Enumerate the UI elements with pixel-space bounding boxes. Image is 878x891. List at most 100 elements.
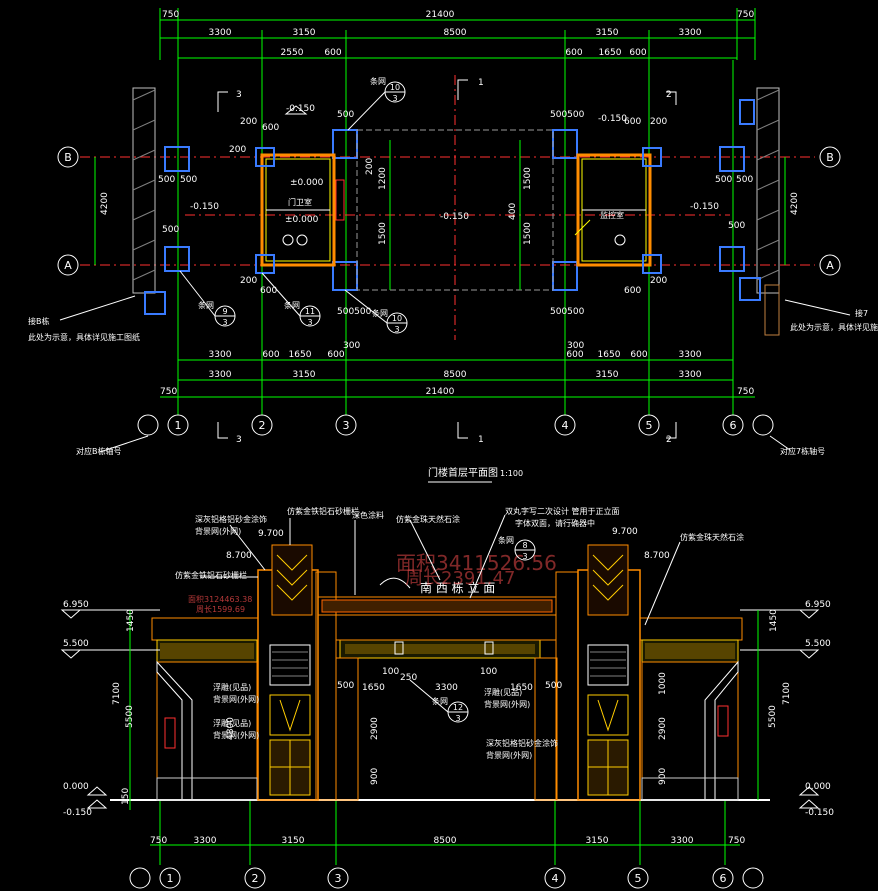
svg-text:条网: 条网	[370, 76, 386, 86]
elev-callout: 仿紫金铁铝石砂栅栏	[175, 570, 247, 580]
elev-inner-dim: 900	[370, 768, 380, 785]
svg-text:500500: 500500	[550, 307, 585, 317]
plan-bottom-total: 21400	[426, 387, 455, 397]
plan-elev: -0.150	[598, 114, 627, 124]
elev-side-dim: 1450	[769, 609, 779, 632]
plan-title: 门楼首层平面图	[428, 466, 498, 479]
svg-text:12: 12	[453, 703, 463, 712]
plan-elev: ±0.000	[290, 178, 324, 188]
elev-callout: 浮雕(见品)	[213, 718, 251, 728]
plan-axis-6: 6	[730, 419, 737, 432]
svg-text:条网: 条网	[372, 308, 388, 318]
svg-text:9: 9	[222, 307, 227, 316]
gate-dim: 400	[508, 203, 518, 220]
elev-right-wing	[639, 617, 743, 801]
plan-top-dim: 600	[629, 48, 646, 58]
elev-right-tower	[555, 544, 641, 801]
elev-side-dim: 7100	[112, 682, 122, 705]
elev-callout: 浮雕(见品)	[484, 687, 522, 697]
adjacent-wall-right	[756, 87, 780, 336]
plan-elev: -0.150	[440, 212, 469, 222]
elev-levels-right	[740, 609, 820, 809]
plan-scale: 1:100	[500, 469, 523, 478]
plan-axis-3: 3	[343, 419, 350, 432]
plan-bottom-dim: 3300	[679, 350, 702, 360]
elev-axis-2: 2	[252, 872, 259, 885]
plan-elev: ±0.000	[285, 215, 319, 225]
plan-detail-ref-1: 10 3 条网	[347, 76, 406, 131]
elev-levels-left	[60, 609, 160, 809]
svg-text:3: 3	[392, 94, 397, 103]
elev-axis-lines	[150, 800, 740, 865]
svg-text:500: 500	[162, 225, 179, 235]
elev-axis-3: 3	[335, 872, 342, 885]
elev-axis-bubbles	[129, 867, 764, 889]
plan-axis-bubbles	[137, 414, 774, 436]
elev-top-level: 9.700	[258, 529, 284, 539]
section-mark-3-top: 3	[236, 90, 242, 100]
right-note-line1: 接7	[855, 308, 868, 318]
elev-inner-dim: 500	[545, 681, 562, 691]
elev-side-dim: 5500	[768, 705, 778, 728]
gate-dim: 1200	[378, 167, 388, 190]
elev-axis-5: 5	[635, 872, 642, 885]
section-mark-1-top: 1	[478, 78, 484, 88]
svg-text:条网: 条网	[284, 300, 300, 310]
section-mark-1-bottom: 1	[478, 435, 484, 445]
right-axis-note-leader	[769, 435, 791, 451]
plan-bottom-dimensions	[160, 359, 755, 398]
elev-inner-dim: 1000	[658, 672, 668, 695]
svg-text:500: 500	[180, 175, 197, 185]
plan-top-total: 21400	[426, 10, 455, 20]
elev-inner-dim: 250	[400, 673, 417, 683]
left-note-line2: 此处为示意，具体详见施工图纸	[28, 332, 140, 342]
plan-bottom-dim: 3150	[596, 370, 619, 380]
elev-inner-dim: 900	[658, 768, 668, 785]
elev-detail-ref-8: 8 3 条网	[498, 535, 536, 561]
axis-label-a-right: A	[826, 259, 834, 272]
section-mark-2-top: 2	[666, 90, 672, 100]
plan-elev: -0.150	[690, 202, 719, 212]
axis-bubble-a-left	[57, 254, 79, 276]
elev-inner-dim: 1650	[362, 683, 385, 693]
elev-callout: 仿紫金珠天然石涂	[680, 532, 744, 542]
plan-axis-4: 4	[562, 419, 569, 432]
axis-bubble-a-right	[819, 254, 841, 276]
elev-callout: 背景网(外网)	[484, 699, 530, 709]
plan-bottom-edge: 750	[737, 387, 754, 397]
plan-axis-1: 1	[175, 419, 182, 432]
plan-bottom-dim: 8500	[444, 370, 467, 380]
elev-callout-leaders	[200, 514, 681, 626]
elev-callout: 深灰铝格铝砂金涂饰	[486, 738, 558, 748]
plan-bottom-dim: 1650	[289, 350, 312, 360]
plan-elev: -0.150	[286, 104, 315, 114]
elev-triangle	[284, 105, 308, 115]
elev-level-left: -0.150	[63, 808, 92, 818]
elev-central-beam	[317, 577, 558, 801]
axis-bubble-b-left	[57, 146, 79, 168]
section-mark-2-bottom: 2	[666, 435, 672, 445]
elev-bottom-dim: 3300	[194, 836, 217, 846]
elev-bottom-dim: 3300	[671, 836, 694, 846]
elev-side-dim: 5500	[125, 705, 135, 728]
plan-bottom-dim: 3300	[209, 350, 232, 360]
plan-bottom-dim: 600	[327, 350, 344, 360]
svg-text:200: 200	[240, 117, 257, 127]
plan-top-dim: 1650	[599, 48, 622, 58]
gate-inner-dims	[389, 140, 521, 290]
elev-inner-dim: 100	[382, 667, 399, 677]
plan-top-dim: 3300	[209, 28, 232, 38]
elev-inner-dim: 2900	[658, 717, 668, 740]
svg-text:200: 200	[240, 276, 257, 286]
elev-bottom-dim: 750	[150, 836, 167, 846]
svg-text:500500: 500500	[550, 110, 585, 120]
elev-inner-dim: 1650	[510, 683, 533, 693]
plan-top-dim: 600	[565, 48, 582, 58]
elev-axis-1: 1	[167, 872, 174, 885]
elev-callout: 背景网(外网)	[195, 526, 241, 536]
elev-inner-dim: 500	[337, 681, 354, 691]
elev-level-left: 6.950	[63, 600, 89, 610]
elev-axis-6: 6	[720, 872, 727, 885]
row-dim-right: 4200	[790, 192, 800, 215]
svg-text:3: 3	[394, 325, 399, 334]
